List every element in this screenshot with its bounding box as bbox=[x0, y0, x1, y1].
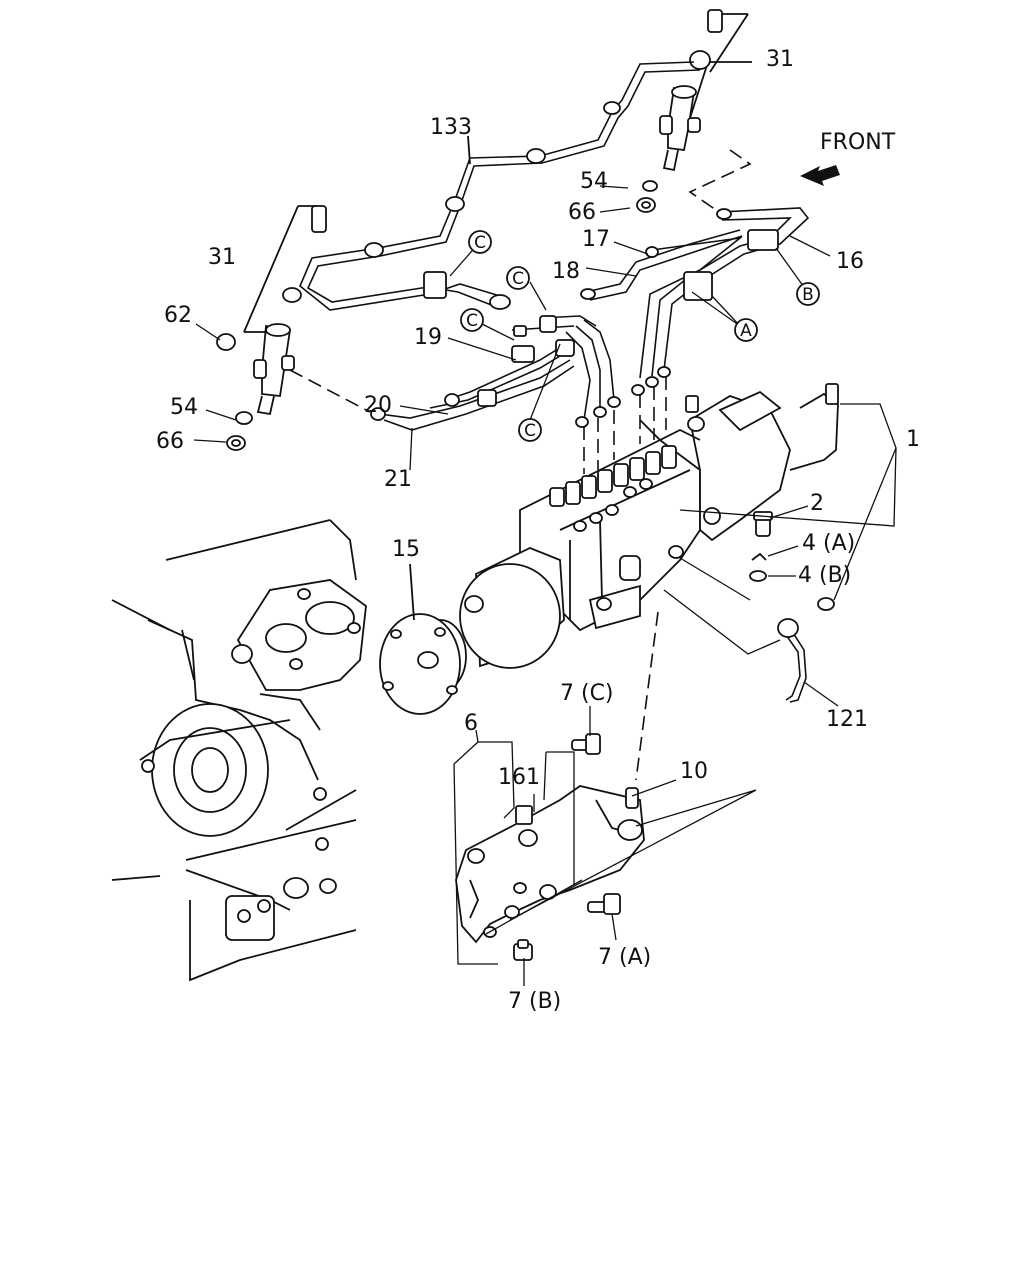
callout-31-left: 31 bbox=[208, 245, 236, 270]
leader-lines bbox=[193, 185, 897, 986]
ref-circle-c-3: C bbox=[460, 308, 484, 332]
ref-circle-c-1-label: C bbox=[474, 233, 486, 253]
callout-161: 161 bbox=[498, 765, 540, 790]
callout-6: 6 bbox=[464, 711, 478, 736]
ref-circle-b: B bbox=[796, 282, 820, 306]
callout-1: 1 bbox=[906, 427, 920, 452]
callout-54-left: 54 bbox=[170, 395, 198, 420]
callout-7c: 7 (C) bbox=[560, 681, 614, 706]
callout-62: 62 bbox=[164, 303, 192, 328]
pipe-133 bbox=[282, 61, 701, 311]
ref-circle-a: A bbox=[734, 318, 758, 342]
callout-21: 21 bbox=[384, 467, 412, 492]
callout-16: 16 bbox=[836, 249, 864, 274]
callout-133: 133 bbox=[430, 115, 472, 140]
pump-delivery-valves bbox=[549, 445, 677, 532]
injector-upper bbox=[636, 9, 752, 213]
callout-121: 121 bbox=[826, 707, 868, 732]
callout-10: 10 bbox=[680, 759, 708, 784]
ref-circle-c-2: C bbox=[506, 266, 530, 290]
injection-pump bbox=[459, 383, 839, 669]
front-label: FRONT bbox=[820, 130, 896, 155]
dashed-guides-upper bbox=[289, 149, 752, 474]
callout-66-upper: 66 bbox=[568, 200, 596, 225]
ref-circle-c-4-label: C bbox=[524, 421, 536, 441]
ref-circle-c-3-label: C bbox=[466, 311, 478, 331]
callout-31-upper: 31 bbox=[766, 47, 794, 72]
callout-66-left: 66 bbox=[156, 429, 184, 454]
ref-circle-c-1: C bbox=[468, 230, 492, 254]
injector-left bbox=[216, 205, 327, 451]
callout-17: 17 bbox=[582, 227, 610, 252]
ref-circle-c-2-label: C bbox=[512, 269, 524, 289]
ref-circle-b-label: B bbox=[802, 285, 814, 305]
coupling-15 bbox=[379, 563, 467, 715]
front-arrow-icon bbox=[800, 165, 840, 186]
front-indicator: FRONT bbox=[800, 130, 896, 186]
callout-54-upper: 54 bbox=[580, 169, 608, 194]
engine-block bbox=[111, 519, 367, 982]
callout-labels: 31 133 54 66 17 18 16 31 62 19 20 54 66 … bbox=[156, 47, 920, 1014]
circle-references: C C C C B A bbox=[460, 230, 820, 442]
pipe-bundle-right bbox=[580, 207, 810, 396]
callout-7b: 7 (B) bbox=[508, 989, 561, 1014]
callout-2: 2 bbox=[810, 491, 824, 516]
ref-circle-a-label: A bbox=[740, 321, 752, 341]
callout-20: 20 bbox=[364, 393, 392, 418]
callout-4a: 4 (A) bbox=[802, 531, 855, 556]
callout-7a: 7 (A) bbox=[598, 945, 651, 970]
callout-19: 19 bbox=[414, 325, 442, 350]
pipe-bundle-center bbox=[370, 315, 621, 431]
callout-18: 18 bbox=[552, 259, 580, 284]
callout-4b: 4 (B) bbox=[798, 563, 851, 588]
ref-circle-c-4: C bbox=[518, 418, 542, 442]
callout-15: 15 bbox=[392, 537, 420, 562]
